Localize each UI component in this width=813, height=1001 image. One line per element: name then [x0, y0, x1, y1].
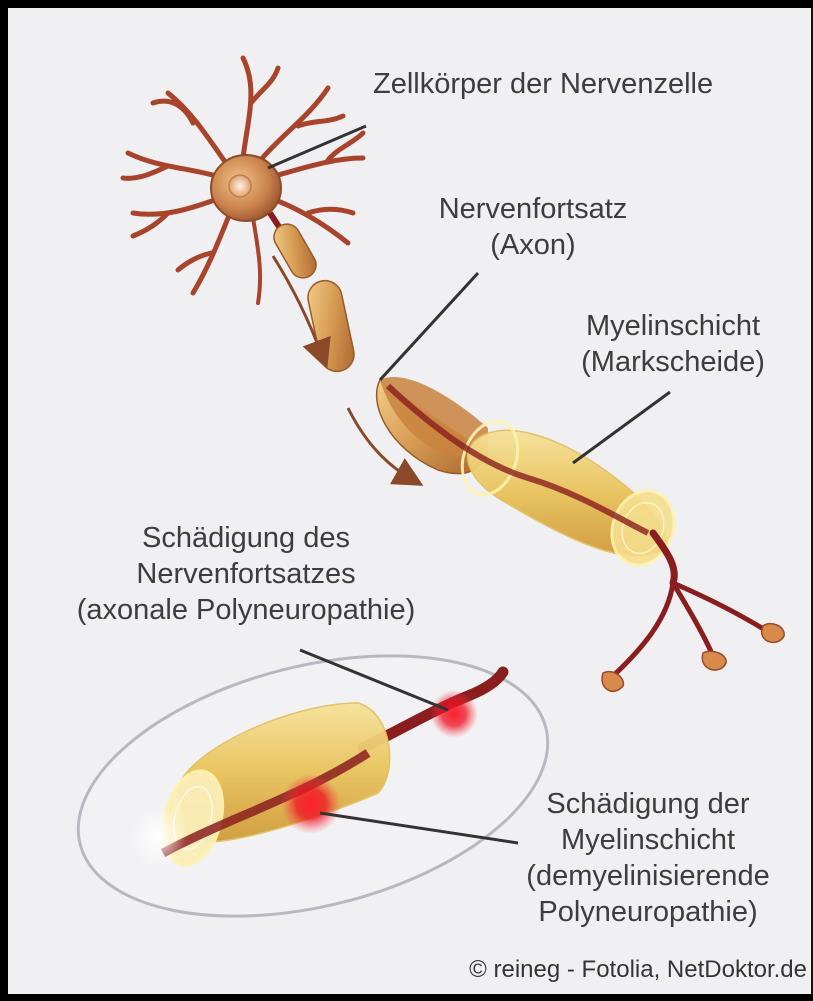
myelin-damage-spot — [281, 774, 341, 834]
label-axon-line1: Nervenfortsatz — [433, 191, 633, 227]
label-myelin-line1: Myelinschicht — [563, 308, 783, 344]
label-myelin-damage-line4: Polyneuropathie) — [498, 894, 798, 930]
label-axonal-damage-line3: (axonale Polyneuropathie) — [36, 592, 456, 628]
label-myelin-damage-line3: (demyelinisierende — [498, 858, 798, 894]
label-myelin: Myelinschicht (Markscheide) — [563, 308, 783, 380]
label-axon: Nervenfortsatz (Axon) — [433, 191, 633, 263]
label-myelin-damage-line2: Myelinschicht — [498, 822, 798, 858]
label-axon-line2: (Axon) — [433, 227, 633, 263]
label-myelin-line2: (Markscheide) — [563, 344, 783, 380]
label-cell-body: Zellkörper der Nervenzelle — [373, 66, 713, 102]
nucleus — [229, 175, 251, 197]
label-axonal-damage-line2: Nervenfortsatzes — [36, 556, 456, 592]
damage-inset-illustration — [51, 612, 575, 961]
copyright-notice: © reineg - Fotolia, NetDoktor.de — [469, 956, 807, 984]
label-axonal-damage: Schädigung des Nervenfortsatzes (axonale… — [36, 520, 456, 628]
diagram-panel: Zellkörper der Nervenzelle Nervenfortsat… — [8, 8, 813, 994]
label-myelin-damage-line1: Schädigung der — [498, 786, 798, 822]
axonal-damage-spot — [430, 690, 478, 738]
label-cell-body-text: Zellkörper der Nervenzelle — [373, 66, 713, 102]
label-axonal-damage-line1: Schädigung des — [36, 520, 456, 556]
label-myelin-damage: Schädigung der Myelinschicht (demyelinis… — [498, 786, 798, 930]
